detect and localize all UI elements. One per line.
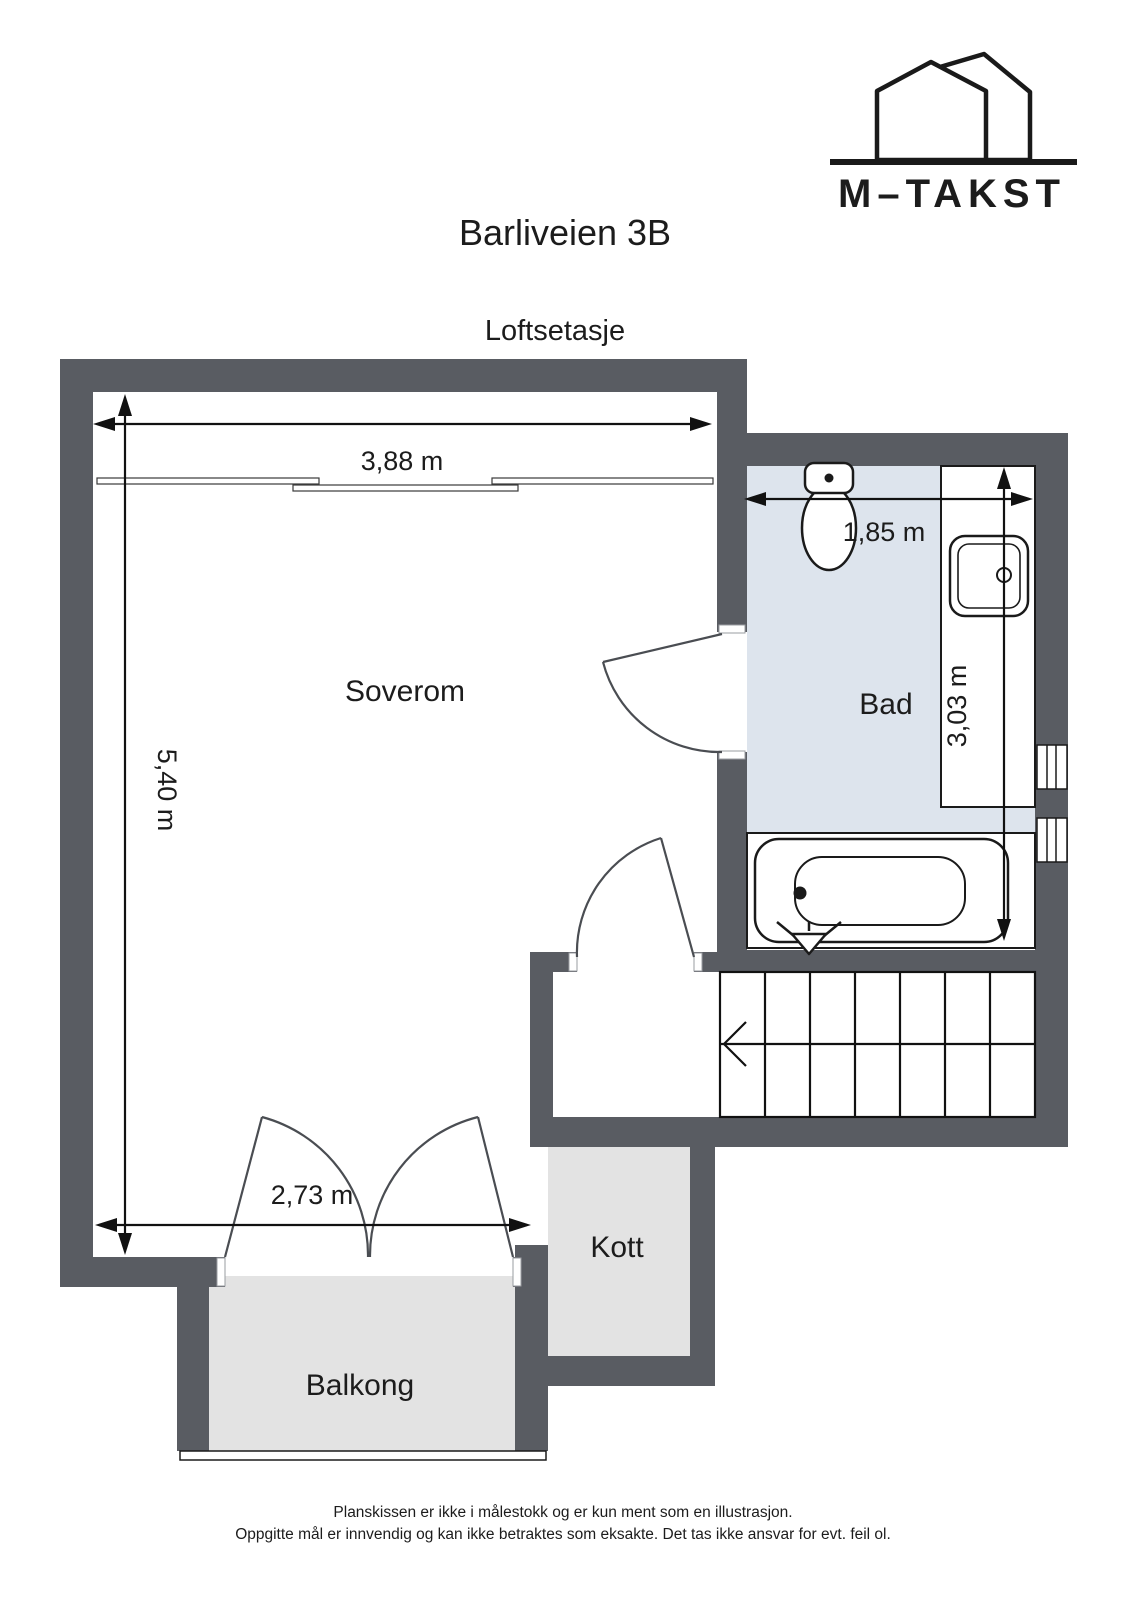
page-title: Barliveien 3B — [459, 212, 671, 253]
balkong-floor — [209, 1276, 515, 1451]
room-label-soverom: Soverom — [345, 675, 465, 708]
disclaimer-line-1: Planskissen er ikke i målestokk og er ku… — [333, 1504, 792, 1521]
knee-wall-lines — [96, 477, 714, 492]
bad-door — [601, 632, 723, 754]
dim-label-balcony-door-width: 2,73 m — [271, 1180, 354, 1210]
balcony-door-right — [368, 1115, 515, 1258]
wall — [60, 359, 747, 392]
door-jambs — [216, 624, 746, 1287]
kott-floor — [548, 1147, 690, 1356]
wall — [177, 1287, 209, 1451]
bathtub-icon — [746, 832, 1036, 956]
floor-subtitle: Loftsetasje — [485, 315, 625, 347]
sink-icon — [940, 465, 1036, 808]
stairs-direction-arrow — [722, 1021, 747, 1067]
toilet-icon — [800, 461, 858, 572]
wall — [717, 392, 747, 632]
dimension-soverom-width: 3,88 m — [93, 417, 712, 476]
wall — [60, 1257, 225, 1287]
wall — [717, 752, 747, 952]
stairs-icon — [718, 970, 1037, 1119]
wall — [515, 1356, 715, 1386]
dimension-bad-width: 1,85 m — [744, 492, 1033, 547]
dim-label-bad-height: 3,03 m — [942, 665, 972, 748]
balcony-door-left — [223, 1115, 370, 1258]
logo-wordmark: M–TAKST — [838, 172, 1066, 216]
wall — [1035, 466, 1068, 1147]
mtakst-logo: M–TAKST — [830, 51, 1077, 216]
wall — [717, 950, 1068, 972]
dim-label-bad-width: 1,85 m — [843, 517, 926, 547]
wall — [747, 433, 1068, 466]
walls — [60, 359, 1068, 1451]
dim-label-soverom-width: 3,88 m — [361, 446, 444, 476]
dim-label-soverom-height: 5,40 m — [152, 749, 182, 832]
wall — [530, 952, 553, 1147]
disclaimer: Planskissen er ikke i målestokk og er ku… — [235, 1504, 891, 1543]
dimension-balcony-door-width: 2,73 m — [95, 1180, 531, 1232]
room-label-bad: Bad — [859, 688, 912, 721]
wall — [690, 1147, 715, 1386]
balcony-railing-edge — [179, 1450, 547, 1461]
room-label-kott: Kott — [590, 1231, 644, 1264]
wall — [60, 359, 93, 1287]
room-label-balkong: Balkong — [306, 1369, 414, 1402]
hall-door — [575, 836, 696, 958]
wall — [530, 1117, 1068, 1147]
window-icon — [1036, 817, 1068, 863]
disclaimer-line-2: Oppgitte mål er innvendig og kan ikke be… — [235, 1526, 891, 1543]
window-icon — [1036, 744, 1068, 790]
dimension-bad-height: 3,03 m — [942, 467, 1011, 941]
dimension-soverom-height: 5,40 m — [118, 394, 182, 1255]
